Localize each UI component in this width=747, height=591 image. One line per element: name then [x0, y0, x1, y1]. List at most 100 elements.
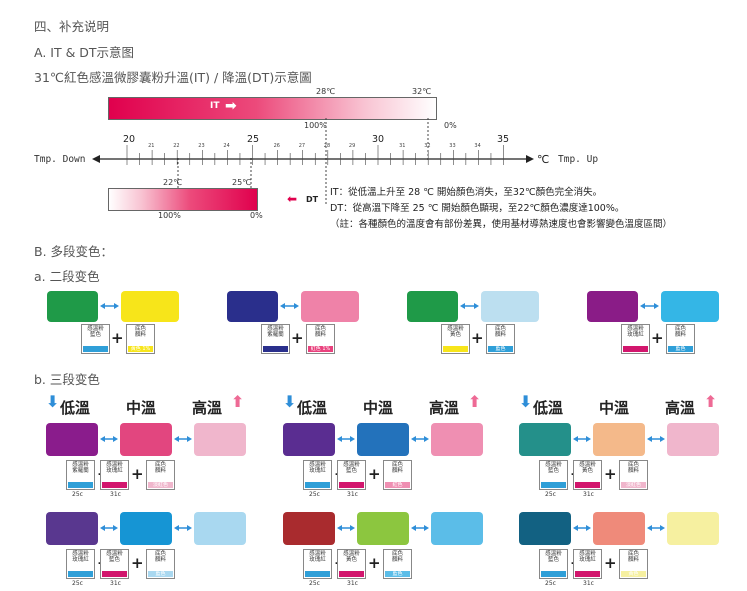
temperature-scale: [92, 118, 534, 205]
box-line2: 藍色: [108, 557, 120, 563]
temp-25-label: 25c: [545, 580, 556, 587]
box-line1: 感溫粉: [579, 551, 596, 557]
color-swatch-mid: [593, 423, 645, 456]
temp-31-label: 31c: [347, 580, 358, 587]
box-color-bar: 藍色: [148, 571, 173, 577]
minor-tick-label: 31: [399, 143, 406, 149]
box-line2: 紫羅蘭: [267, 332, 284, 338]
box-line1: 底色: [627, 462, 639, 468]
pigment-box-1: 感溫粉玫瑰紅: [303, 549, 332, 579]
temp-28: 28℃: [316, 87, 336, 96]
pct-0-bot: 0%: [250, 211, 263, 220]
plus-icon: +: [291, 329, 304, 347]
color-swatch-high: [121, 291, 179, 322]
box-line2: 藍色: [547, 468, 559, 474]
box-color-bar: 黃色 1%: [128, 346, 153, 352]
pigment-box-2: 感溫粉玫瑰紅: [573, 549, 602, 579]
temp-25-label: 25c: [309, 491, 320, 498]
box-color-bar: [339, 571, 364, 577]
minor-tick-label: 33: [449, 143, 456, 149]
box-color-bar: [102, 482, 127, 488]
stage-high: 高溫: [192, 399, 223, 417]
box-color-bar: [305, 482, 330, 488]
base-box: 底色顏料淡紅色: [146, 460, 175, 490]
pigment-box-2: 感溫粉黃色: [337, 549, 366, 579]
box-line1: 感溫粉: [106, 551, 123, 557]
double-arrow-icon: [337, 436, 355, 442]
temp-25-label: 25c: [309, 580, 320, 587]
pigment-box: 感溫粉玫瑰紅: [621, 324, 650, 354]
base-box: 底色顏料黃色: [619, 549, 648, 579]
diagram-subtitle: 31℃紅色感溫微膠囊粉升溫(IT) / 降溫(DT)示意圖: [34, 70, 312, 85]
pigment-box-1: 感溫粉藍色: [539, 460, 568, 490]
box-line1: 底色: [391, 462, 403, 468]
double-arrow-icon: [640, 303, 659, 309]
stage-low: 低溫: [60, 399, 91, 417]
pigment-box-2: 感溫粉黃色: [573, 460, 602, 490]
color-swatch-low: [47, 291, 98, 322]
pct-100-bot: 100%: [158, 211, 181, 220]
box-color-bar: [68, 482, 93, 488]
box-line2: 玫瑰紅: [627, 332, 644, 338]
minor-tick-label: 28: [323, 143, 331, 149]
base-box: 底色顏料藍色: [383, 549, 412, 579]
base-box: 底色顏料藍色: [666, 324, 695, 354]
box-line2: 黃色: [581, 468, 593, 474]
plus-icon: +: [111, 329, 124, 347]
celsius-label: ℃: [537, 153, 550, 166]
box-line1: 感溫粉: [627, 326, 644, 332]
temp-32: 32℃: [412, 87, 432, 96]
box-color-bar: 淡紅色: [148, 482, 173, 488]
box-line2: 黃色: [345, 557, 357, 563]
box-line2: 顏料: [391, 557, 403, 563]
box-color-bar: [623, 346, 648, 352]
arrow-down-icon: ⬇: [519, 392, 533, 411]
box-line2: 顏料: [627, 557, 639, 563]
temp-25-label: 25c: [545, 491, 556, 498]
double-arrow-icon: [460, 303, 479, 309]
box-line2: 玫瑰紅: [309, 468, 326, 474]
arrow-up-icon: ⬆: [468, 392, 482, 411]
temp-31-label: 31c: [347, 491, 358, 498]
it-gradient-bar: [108, 97, 437, 120]
box-line2: 顏料: [314, 332, 326, 338]
stage-mid: 中溫: [363, 399, 394, 417]
double-arrow-icon: [100, 303, 119, 309]
box-line2: 藍色: [345, 468, 357, 474]
section-b-b-title: b. 三段变色: [34, 372, 100, 387]
arrow-up-icon: ⬆: [231, 392, 245, 411]
pigment-box-1: 感溫粉玫瑰紅: [303, 460, 332, 490]
box-color-bar: [263, 346, 288, 352]
box-line1: 感溫粉: [72, 551, 89, 557]
box-line2: 玫瑰紅: [309, 557, 326, 563]
box-color-bar: 黃色: [621, 571, 646, 577]
color-swatch-high: [301, 291, 359, 322]
color-swatch-mid: [120, 423, 172, 456]
base-box: 底色顏料黃色 1%: [126, 324, 155, 354]
section-heading: 四、补充说明: [34, 19, 110, 34]
box-line1: 底色: [627, 551, 639, 557]
color-swatch-high: [661, 291, 719, 322]
color-swatch-high: [481, 291, 539, 322]
temp-22: 22℃: [163, 178, 183, 187]
stage-low: 低溫: [533, 399, 564, 417]
box-line2: 玫瑰紅: [579, 557, 596, 563]
box-line1: 底色: [134, 326, 146, 332]
pct-0-top: 0%: [444, 121, 457, 130]
box-color-bar: 藍色: [385, 571, 410, 577]
color-swatch-low: [519, 512, 571, 545]
color-swatch-mid: [593, 512, 645, 545]
box-line1: 感溫粉: [106, 462, 123, 468]
double-arrow-icon: [411, 436, 429, 442]
color-swatch-low: [587, 291, 638, 322]
box-line1: 感溫粉: [309, 462, 326, 468]
temp-31-label: 31c: [583, 580, 594, 587]
stage-low: 低溫: [297, 399, 328, 417]
tmp-up-label: Tmp. Up: [558, 154, 599, 165]
double-arrow-icon: [411, 525, 429, 531]
box-line1: 底色: [674, 326, 686, 332]
box-line1: 感溫粉: [545, 462, 562, 468]
box-line1: 底色: [154, 462, 166, 468]
arrow-up-icon: ⬆: [704, 392, 718, 411]
base-box: 底色顏料藍色: [486, 324, 515, 354]
